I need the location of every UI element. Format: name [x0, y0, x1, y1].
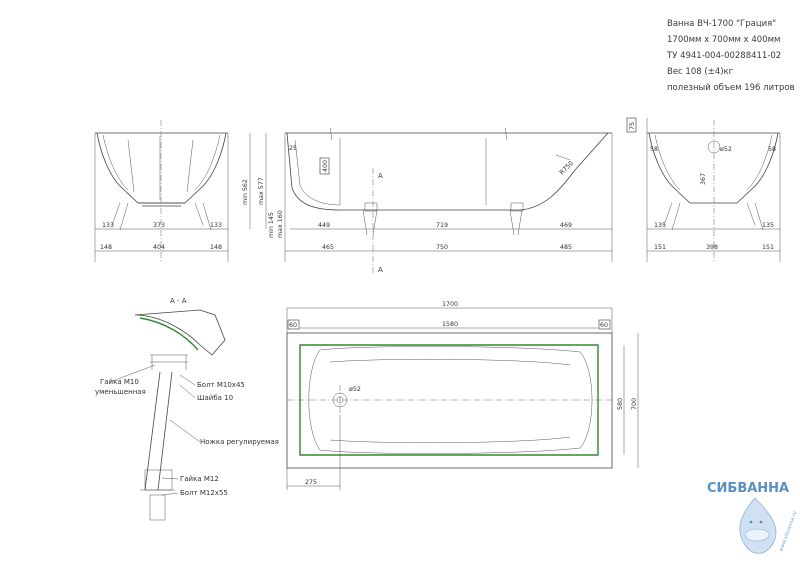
dim-diameter-52-end: ø52	[720, 146, 732, 153]
dim-133-right: 133	[210, 222, 222, 229]
dim-700: 700	[631, 398, 638, 410]
spec-size: 1700мм x 700мм x 400мм	[667, 35, 781, 45]
dim-449: 449	[318, 222, 330, 229]
dim-135-left: 135	[654, 222, 666, 229]
dim-60-left: 60	[289, 322, 297, 329]
dim-1580: 1580	[442, 321, 458, 328]
section-a-a: А - А Гайка М10 уменьшенная Болт М10x45 …	[95, 297, 279, 521]
dim-diameter-52-top: ø52	[349, 386, 361, 393]
end-view-right: 75 58 58 ø52 367 135 135 151 398 151	[626, 117, 781, 262]
section-title: А - А	[170, 297, 187, 305]
dim-367: 367	[700, 173, 707, 185]
water-drop-icon	[739, 497, 777, 554]
callout-adjustable-leg: Ножка регулируемая	[200, 438, 279, 446]
dim-58-right: 58	[768, 146, 776, 153]
dim-151-left: 151	[654, 244, 666, 251]
section-mark-top: А	[378, 172, 383, 180]
dim-75: 75	[629, 122, 636, 130]
dim-1700: 1700	[442, 301, 458, 308]
callout-washer-10: Шайба 10	[197, 394, 233, 402]
spec-weight: Вес 108 (±4)кг	[667, 67, 734, 77]
dim-398: 398	[706, 244, 718, 251]
dim-404: 404	[153, 244, 165, 251]
brand-url: www.sibvanna.ru	[778, 510, 798, 552]
dim-580: 580	[617, 398, 624, 410]
dim-r750: R750	[558, 160, 575, 177]
dim-135-right: 135	[762, 222, 774, 229]
brand-logo: СИБВАННА www.sibvanna.ru	[707, 481, 799, 554]
dim-719: 719	[436, 222, 448, 229]
dim-373: 373	[153, 222, 165, 229]
dim-750: 750	[436, 244, 448, 251]
callout-nut-m12: Гайка М12	[180, 475, 219, 483]
brand-name: СИБВАННА	[707, 481, 789, 496]
callout-nut-m10: Гайка М10	[100, 378, 139, 386]
dim-148-left: 148	[100, 244, 112, 251]
callout-bolt-m12x55: Болт М12x55	[180, 489, 228, 497]
dim-400: 400	[322, 160, 329, 172]
dim-469: 469	[560, 222, 572, 229]
dim-485: 485	[560, 244, 572, 251]
end-view-left: 133 373 133 148 404 148	[94, 120, 229, 262]
spec-standard: ТУ 4941-004-00288411-02	[667, 51, 782, 61]
spec-volume: полезный объем 196 литров	[667, 83, 795, 93]
callout-nut-m10-reduced: уменьшенная	[95, 388, 146, 396]
dim-60-right: 60	[600, 322, 608, 329]
dim-max-160: max 160	[277, 210, 284, 238]
dim-148-right: 148	[210, 244, 222, 251]
dim-max-577: max 577	[258, 177, 265, 205]
dim-min-562: min 562	[242, 179, 249, 205]
dim-min-145: min 145	[268, 212, 275, 238]
spec-title: Ванна ВЧ-1700 "Грация"	[667, 19, 777, 29]
dim-275: 275	[305, 479, 317, 486]
side-view: А А min 562 max 577 min 145 max 160 400 …	[242, 127, 613, 274]
dim-465: 465	[322, 244, 334, 251]
dim-25-side: 25	[289, 145, 297, 152]
callout-bolt-m10x45: Болт М10x45	[197, 381, 245, 389]
dim-133-left: 133	[102, 222, 114, 229]
top-view: ø52 1700 1580 60 60 580 700 275	[286, 301, 639, 490]
dim-58-left: 58	[650, 146, 658, 153]
section-mark-bottom: А	[378, 266, 383, 274]
dim-151-right: 151	[762, 244, 774, 251]
